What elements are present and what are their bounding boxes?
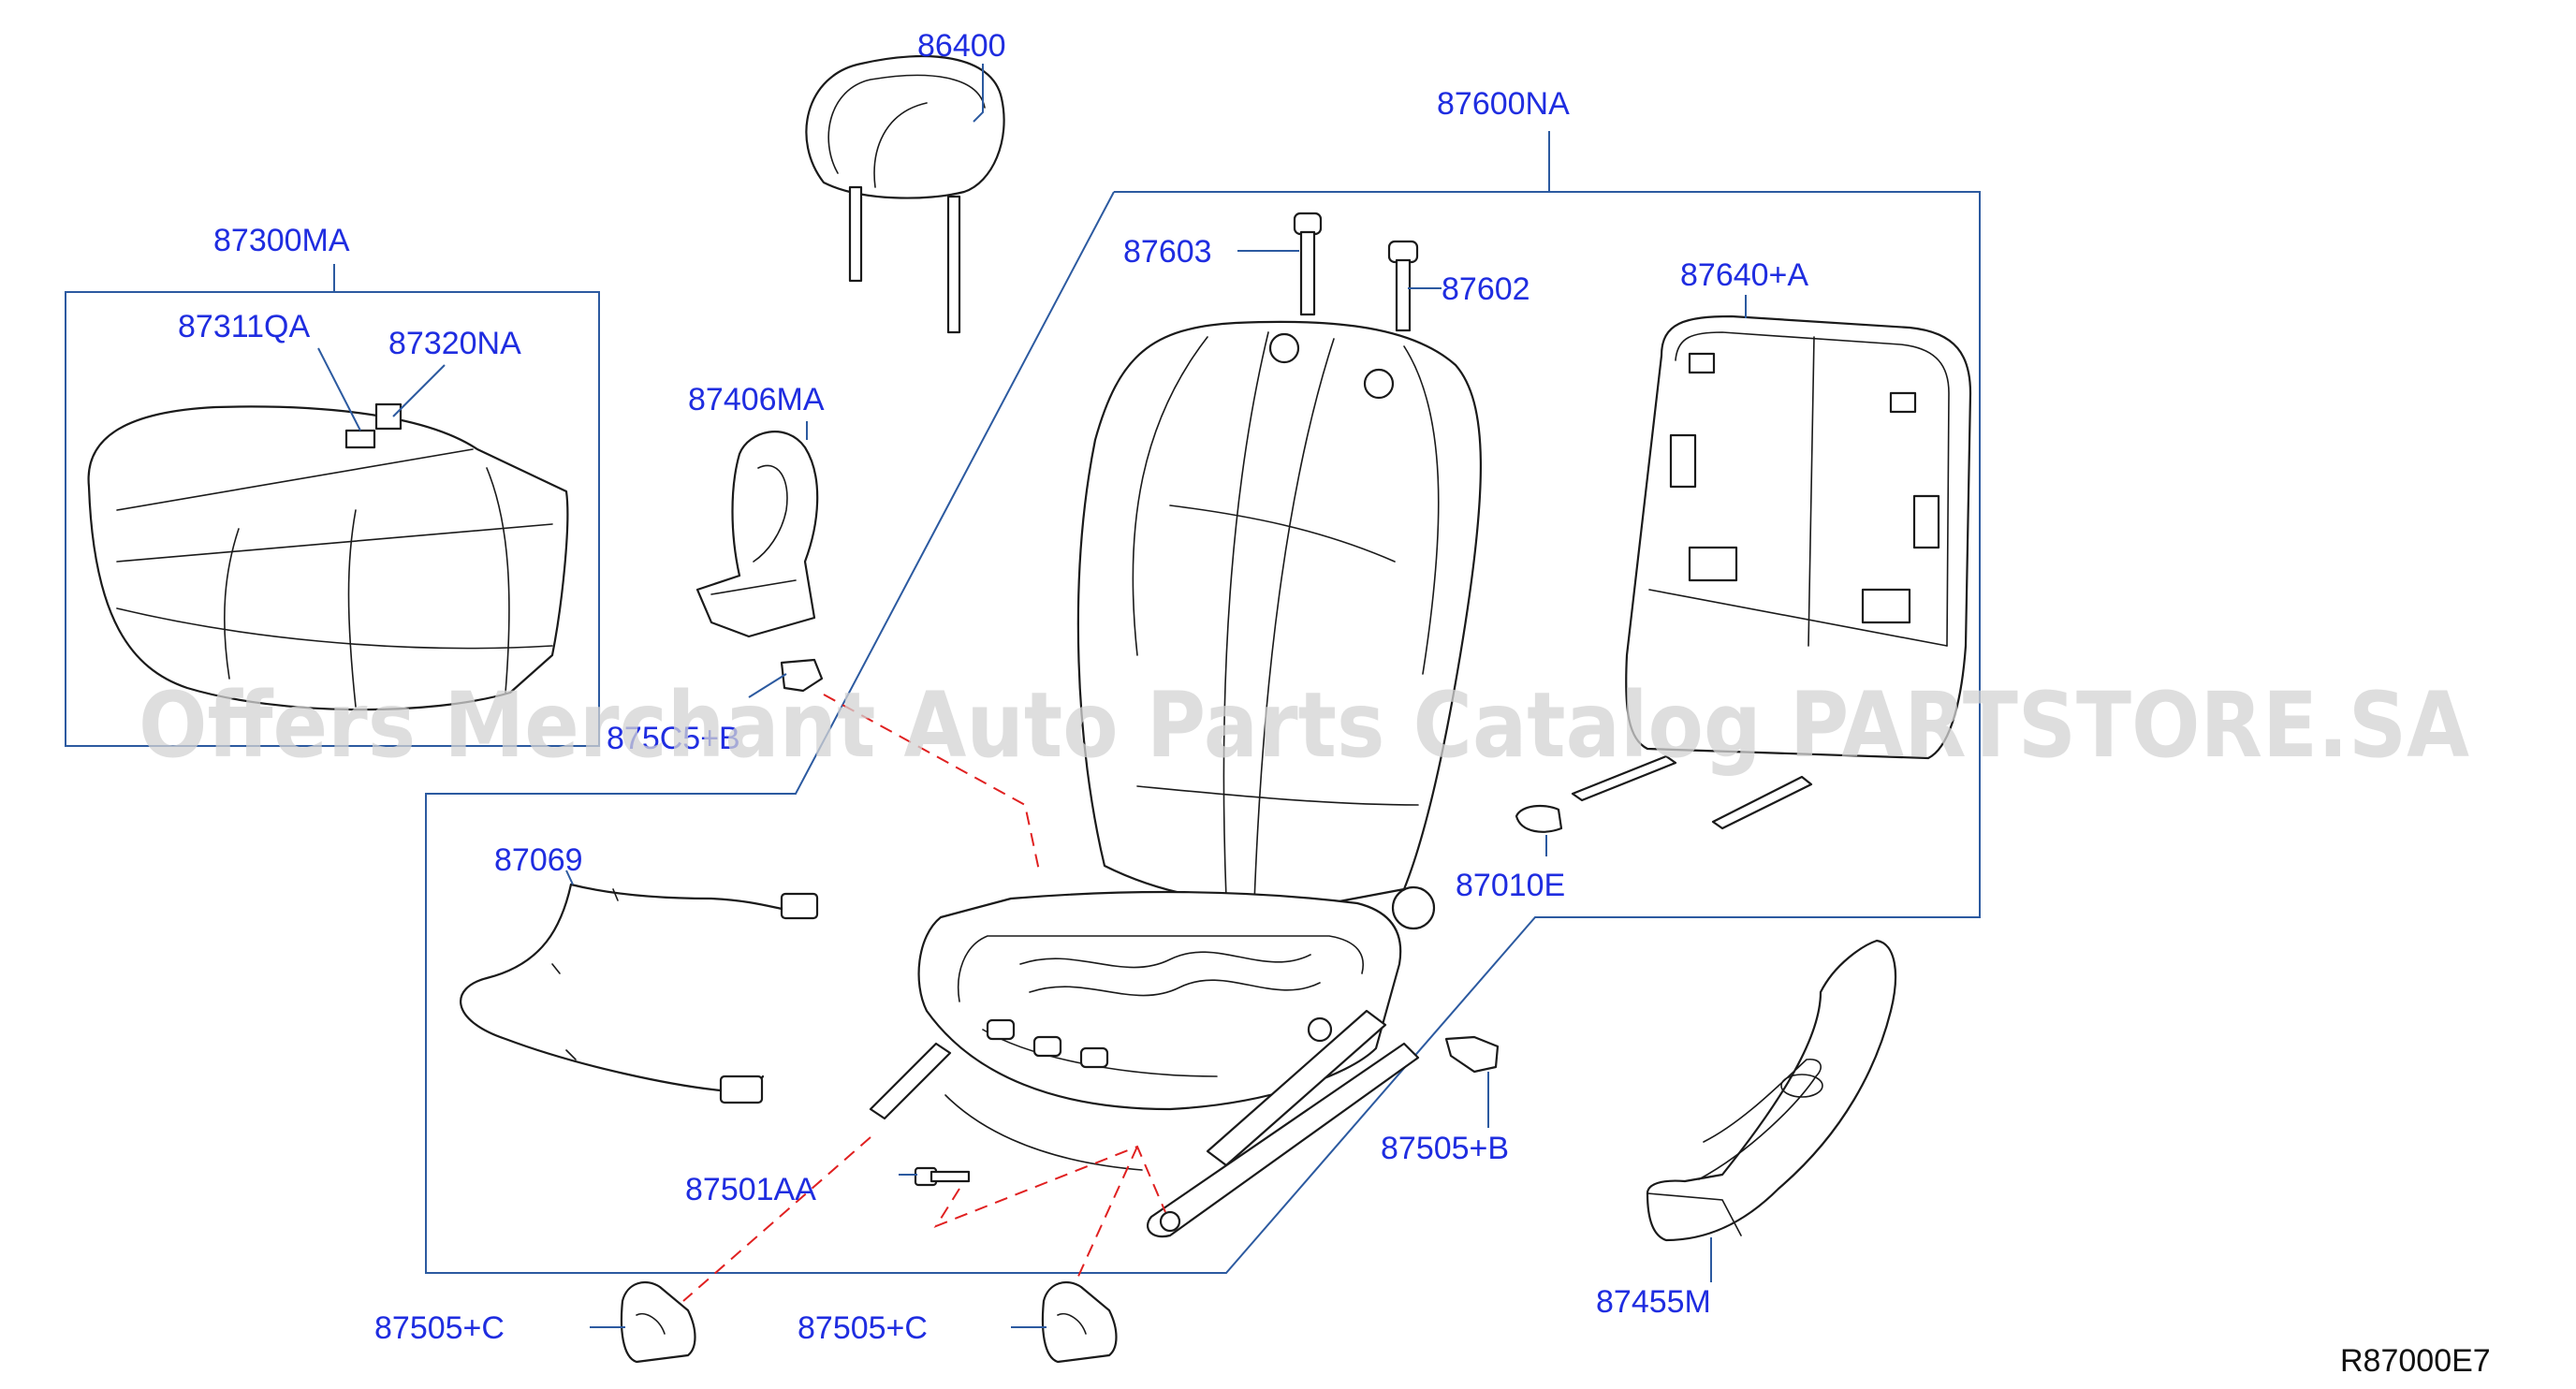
label-87501AA[interactable]: 87501AA [685,1172,816,1207]
label-87505C-left[interactable]: 87505+C [374,1310,505,1346]
label-87640A[interactable]: 87640+A [1680,257,1808,293]
label-87600NA[interactable]: 87600NA [1437,86,1570,122]
leader-87069 [565,870,574,885]
label-87320NA[interactable]: 87320NA [388,326,521,361]
label-87455M[interactable]: 87455M [1596,1284,1711,1320]
side-shield-drawing [695,431,819,638]
leader-87505B-top [748,673,787,698]
label-87311QA[interactable]: 87311QA [178,309,310,344]
label-87505B-top[interactable]: 875C5+B [607,721,740,756]
leader-87320NA [392,364,446,417]
cover-right-drawing [1041,1280,1118,1364]
bolt-drawing [914,1166,971,1187]
assembly-lines [682,694,1166,1302]
seat-frame-drawing [869,885,1436,1238]
knob-drawing [1515,804,1563,833]
label-87406MA[interactable]: 87406MA [688,382,825,417]
leader-86400 [973,64,984,123]
cushion-drawing [87,402,569,711]
seatback-frame-drawing [1571,314,1972,830]
label-87010E[interactable]: 87010E [1456,868,1565,903]
frame-87600NA [425,191,1981,1274]
headrest-drawing [805,55,1005,334]
label-87505C-right[interactable]: 87505+C [798,1310,928,1346]
cover-left-drawing [620,1280,696,1364]
label-87300MA[interactable]: 87300MA [213,223,350,258]
label-87505B[interactable]: 87505+B [1381,1131,1509,1166]
label-86400[interactable]: 86400 [917,28,1006,64]
watermark: Offers Merchant Auto Parts Catalog PARTS… [139,673,2469,778]
reference-code: R87000E7 [2340,1343,2491,1379]
label-87069[interactable]: 87069 [494,842,583,878]
guide-87603-drawing [1293,212,1323,316]
label-87603[interactable]: 87603 [1123,234,1212,270]
clip-drawing [1444,1035,1500,1074]
frame-87300MA [65,291,600,747]
guide-87602-drawing [1387,240,1419,332]
clip-upper-drawing [780,658,824,693]
seatback-drawing [1076,320,1483,905]
side-finisher-drawing [1646,939,1897,1242]
label-87602[interactable]: 87602 [1442,271,1530,307]
wire-harness-drawing [460,883,819,1104]
leader-87311QA [317,347,361,431]
